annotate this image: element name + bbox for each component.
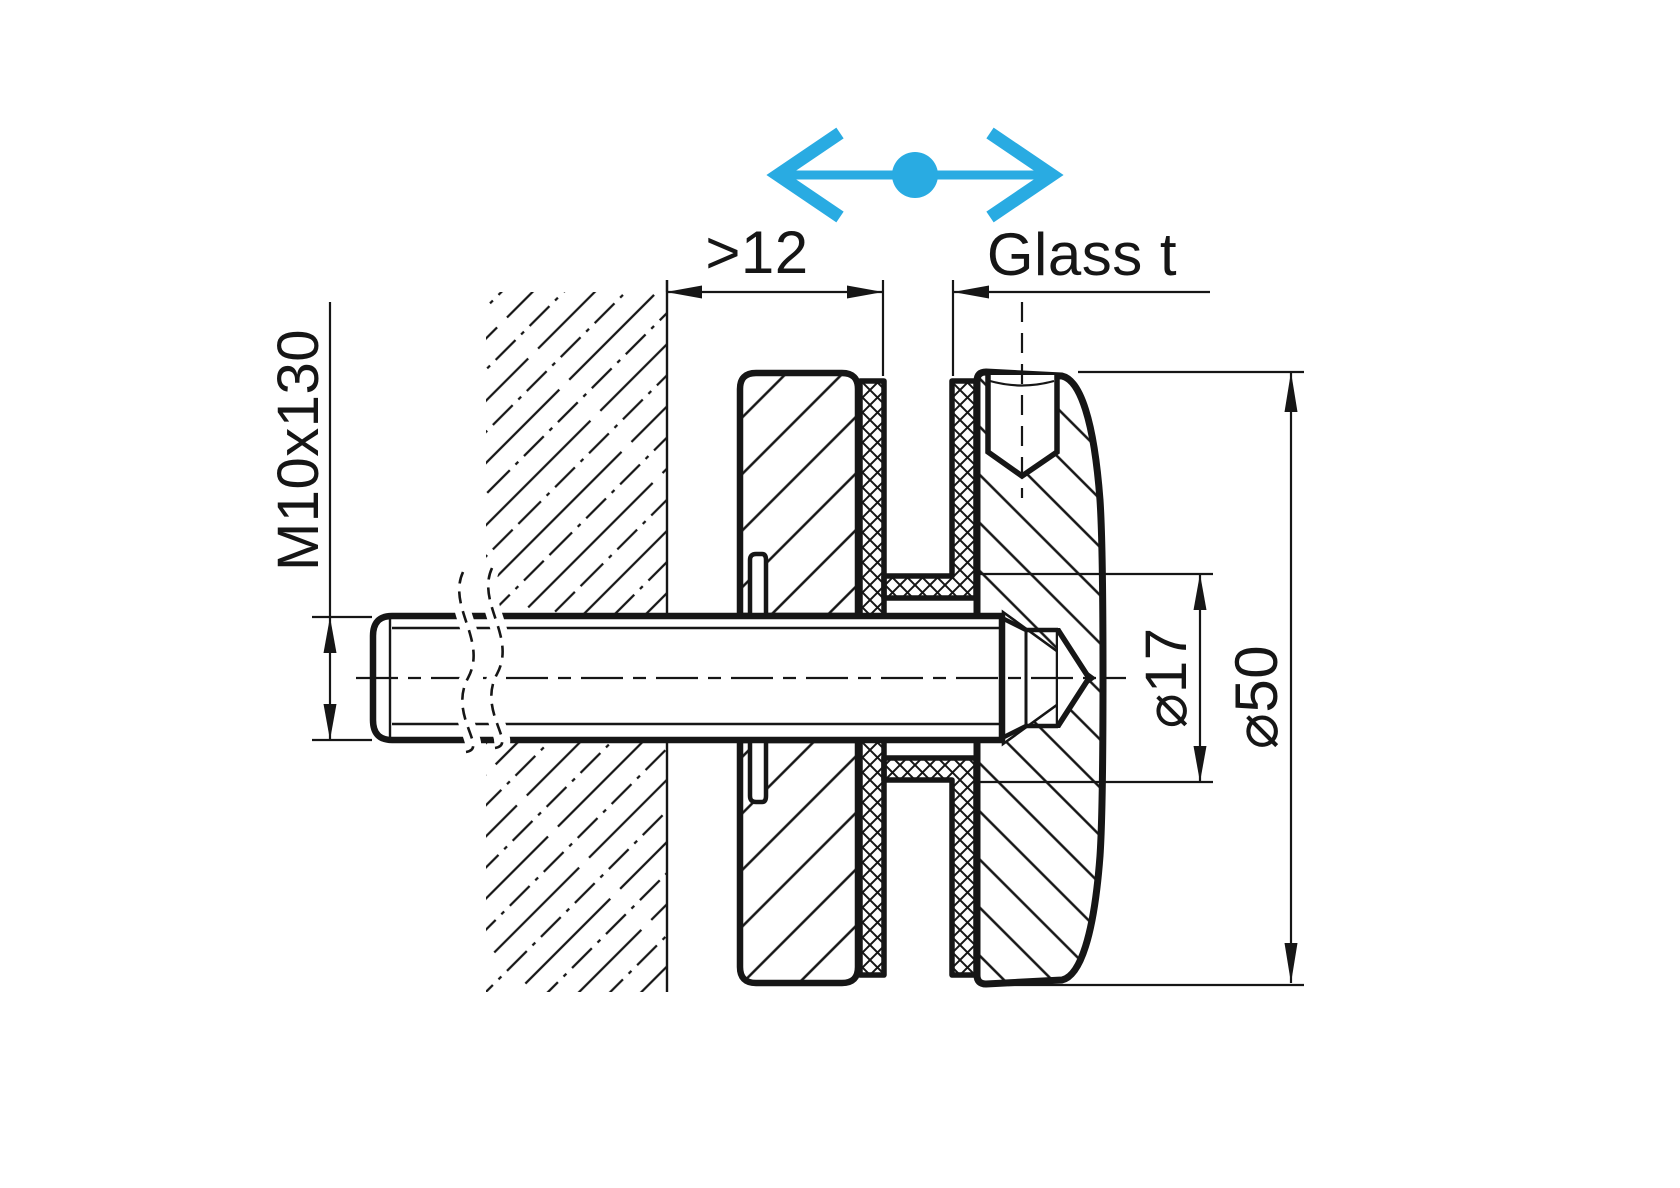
gt12-arrow-left (666, 285, 702, 299)
back-plate-upper-hatch (740, 373, 858, 616)
glass-gasket-top (857, 378, 979, 619)
back-plate-lower-hatch (740, 740, 858, 983)
horizontal-adjust-symbol (766, 127, 1064, 223)
cap-set-screw-hole (985, 302, 1060, 498)
dimension-gt12: >12 (665, 219, 885, 376)
stud-tip-chamfer (1000, 615, 1028, 741)
adjust-arrow-head-left (766, 127, 844, 223)
glass-t-arrow (953, 285, 989, 299)
adjust-arrow-pivot-dot (892, 152, 938, 198)
gasket-bottom-right-leg-and-web (881, 755, 979, 978)
glass-t-lines (951, 280, 1210, 376)
stud-break-lines (451, 564, 511, 760)
gasket-top-left-leg (857, 378, 887, 619)
m10-lines (312, 302, 372, 742)
gt12-lines (665, 280, 885, 376)
gt12-label: >12 (705, 219, 808, 286)
glass-gasket-bottom (857, 737, 979, 978)
d50-arrow-top (1284, 372, 1298, 412)
d17-arrow-bottom (1193, 746, 1207, 782)
gasket-top-right-leg-and-web (881, 378, 979, 601)
m10-arrow-bottom (323, 704, 337, 740)
break-line-2 (486, 567, 504, 750)
d50-lines (1008, 370, 1304, 987)
back-plate-upper-slot (747, 551, 769, 620)
m10-arrow-top (323, 617, 337, 653)
dimension-d50: ⌀50 (1008, 370, 1304, 987)
back-plate-lower-slot (747, 736, 769, 805)
m10-label: M10x130 (266, 329, 331, 571)
gt12-arrow-right (847, 285, 883, 299)
break-line-1 (457, 571, 475, 754)
d17-label: ⌀17 (1134, 628, 1199, 729)
set-screw-hole-back-edge (989, 379, 1055, 387)
d50-label: ⌀50 (1223, 645, 1290, 749)
dimension-glass-t: Glass t (951, 221, 1210, 376)
d50-arrow-bottom (1284, 943, 1298, 983)
dimension-d17: ⌀17 (977, 572, 1213, 784)
adjust-arrow-head-right (986, 127, 1064, 223)
d17-arrow-top (1193, 574, 1207, 610)
gasket-bottom-left-leg (857, 737, 887, 978)
glass-t-label: Glass t (987, 221, 1177, 288)
dimension-m10x130: M10x130 (266, 302, 372, 742)
